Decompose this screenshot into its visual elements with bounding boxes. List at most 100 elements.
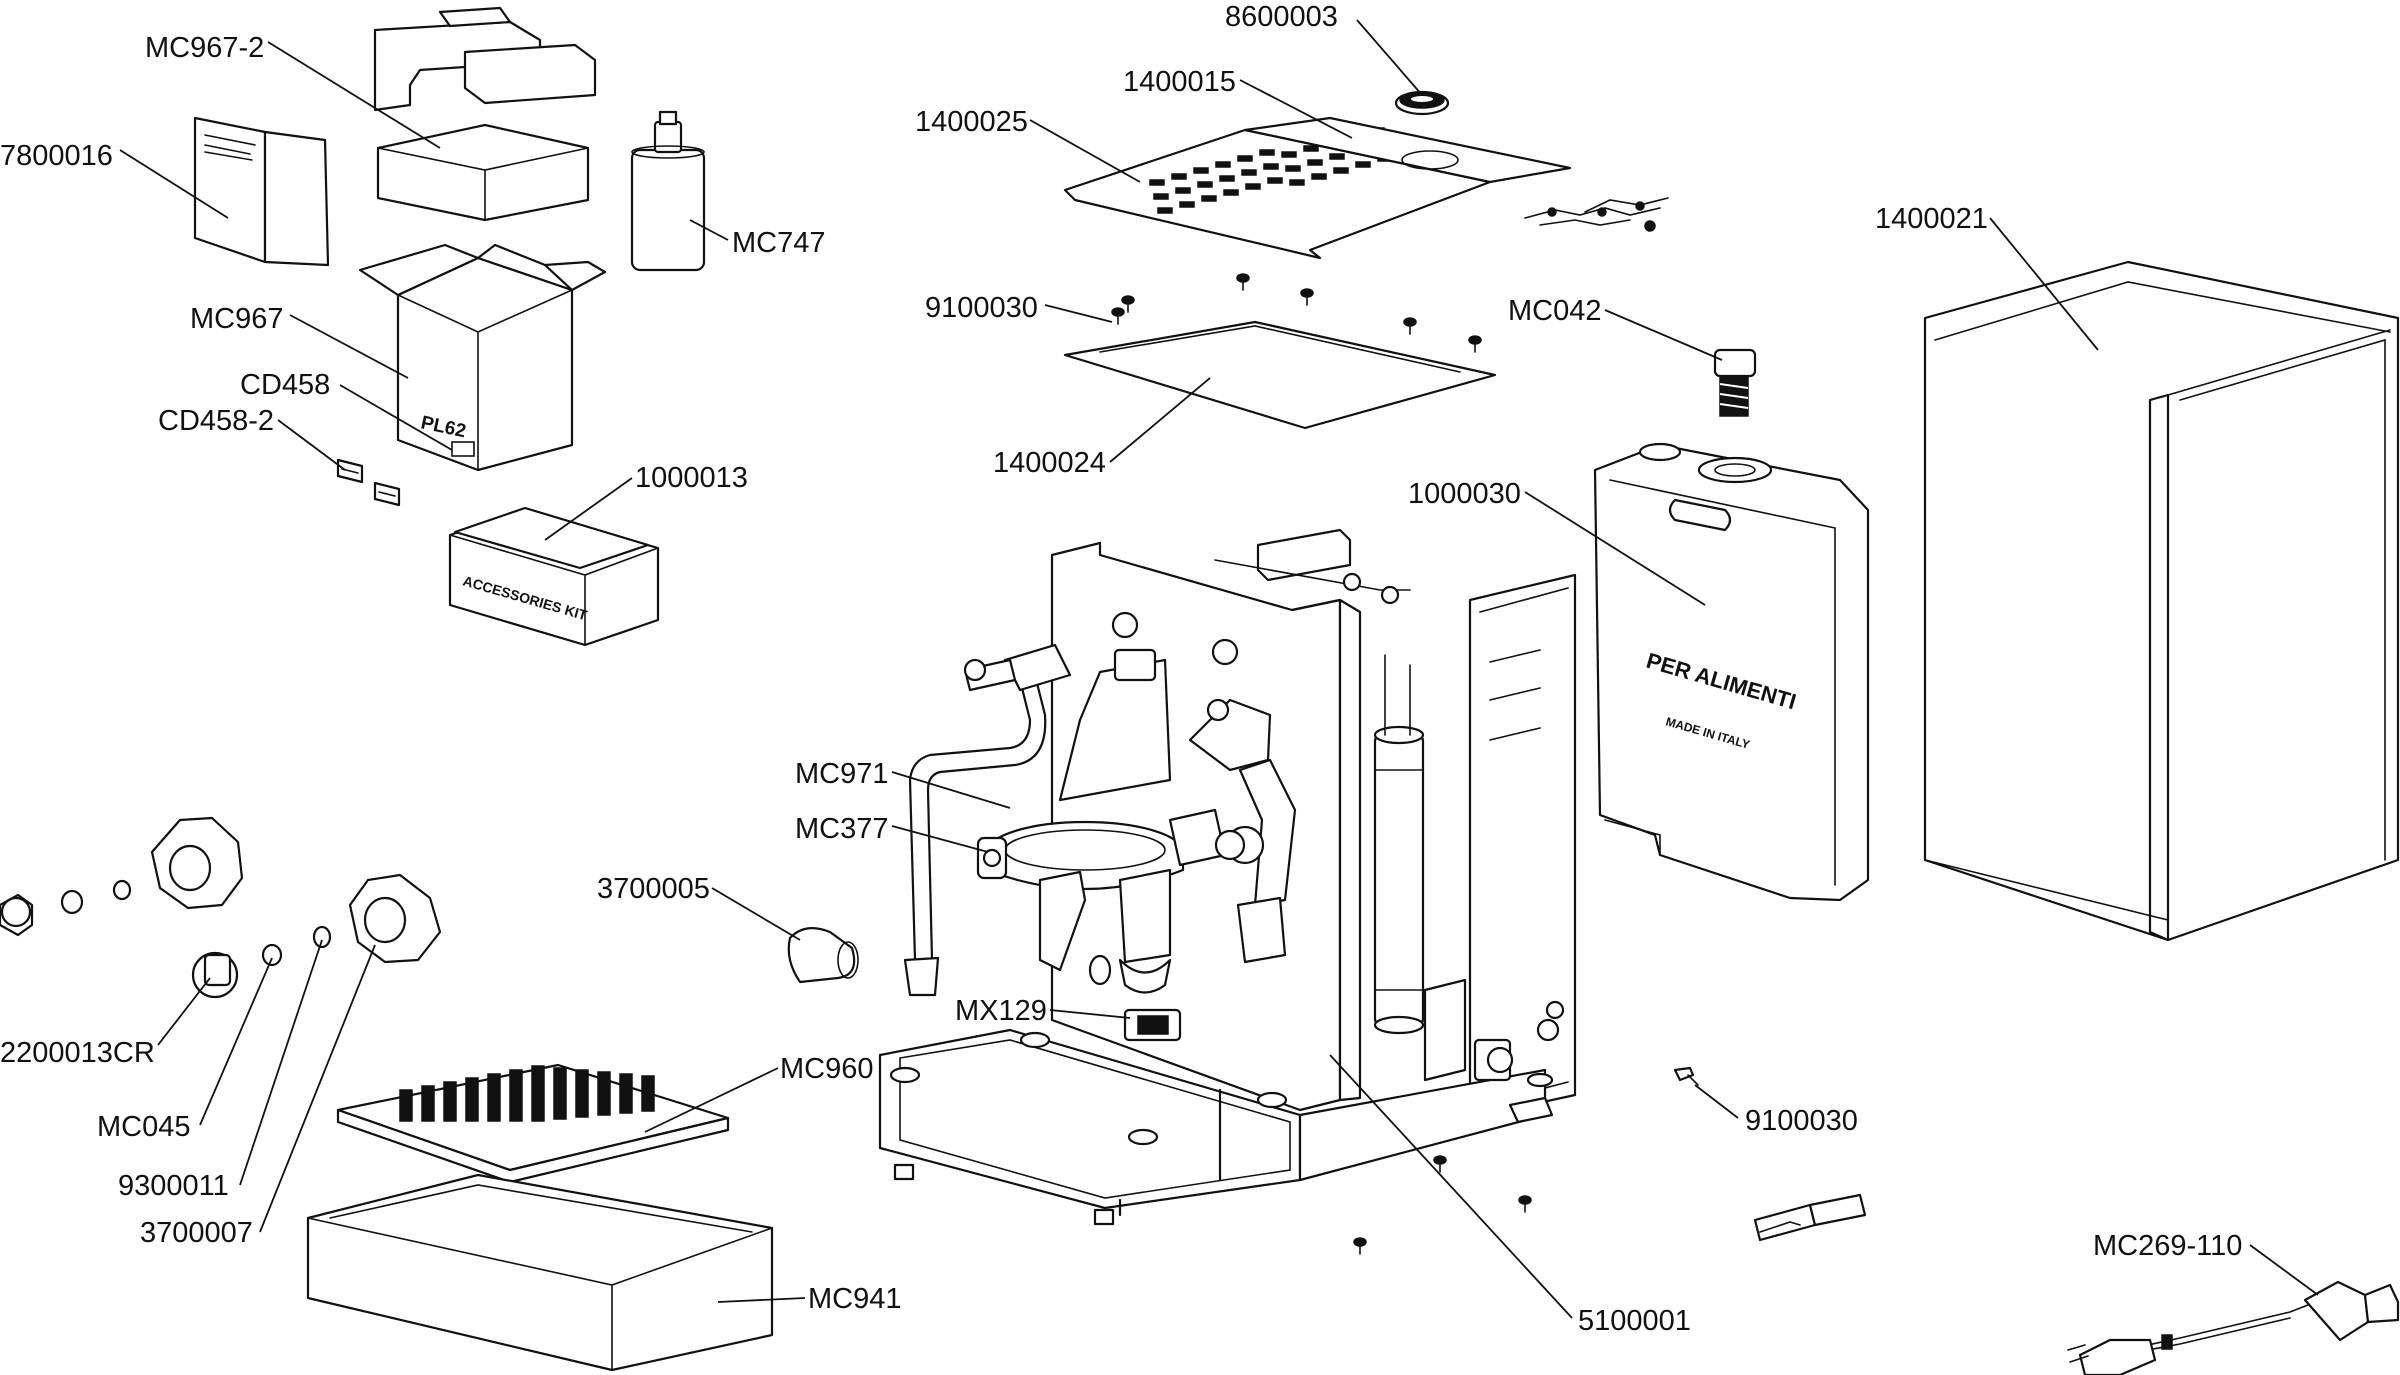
grill-slot <box>1307 159 1323 166</box>
callout-labels: MC967-2 7800016 MC747 MC967 CD458 CD458-… <box>0 1 2242 1337</box>
grill-slot <box>1149 179 1165 186</box>
label-mc971: MC971 <box>795 758 889 790</box>
wire-connectors <box>1524 197 1669 232</box>
label-stickers <box>336 458 401 507</box>
knob-small-left <box>0 893 34 937</box>
label-cd458-2: CD458-2 <box>158 405 274 437</box>
grill-slot <box>1267 177 1283 184</box>
drip-slot <box>531 1065 545 1122</box>
drip-slot <box>509 1069 523 1122</box>
thumb-screw <box>1713 348 1757 417</box>
label-mc941: MC941 <box>808 1283 902 1315</box>
drip-slot <box>597 1071 611 1116</box>
cover-plate <box>1063 320 1497 430</box>
grill-slot <box>1175 187 1191 194</box>
foam-inserts <box>373 6 597 112</box>
grill-slot <box>1237 155 1253 162</box>
label-mx129: MX129 <box>955 995 1047 1027</box>
bottom-screws <box>1353 1155 1532 1255</box>
label-cd458: CD458 <box>240 369 330 401</box>
accessories-kit-box: ACCESSORIES KIT <box>448 506 660 647</box>
drip-slot <box>443 1081 457 1122</box>
leader-lines <box>119 19 2319 1319</box>
knob-left <box>150 816 244 910</box>
grill-slot <box>1197 181 1213 188</box>
label-1400024: 1400024 <box>993 447 1106 479</box>
top-cover-plate <box>1243 116 1572 184</box>
o-ring-left <box>60 879 132 915</box>
grill-slot <box>1245 183 1261 190</box>
grommet <box>1394 90 1450 116</box>
label-mc967-2: MC967-2 <box>145 32 264 64</box>
base-tray-frame <box>878 1028 1554 1226</box>
grill-slot <box>1311 173 1327 180</box>
grill-slot <box>1179 201 1195 208</box>
drip-slot <box>399 1089 413 1122</box>
label-1000030: 1000030 <box>1408 478 1521 510</box>
grill-slot <box>1241 169 1257 176</box>
steam-wand <box>903 643 1072 997</box>
drip-grill-slots <box>399 1065 655 1122</box>
label-mc960: MC960 <box>780 1053 874 1085</box>
label-3700007: 3700007 <box>140 1217 253 1249</box>
filter-cartridge <box>630 110 706 272</box>
grill-slot <box>1285 165 1301 172</box>
drip-slot <box>487 1073 501 1122</box>
grill-slot <box>1157 207 1173 214</box>
label-1400025: 1400025 <box>915 106 1028 138</box>
label-mc967: MC967 <box>190 303 284 335</box>
label-1400015: 1400015 <box>1123 66 1236 98</box>
label-mc269-110: MC269-110 <box>2093 1230 2242 1262</box>
grill-slot <box>1219 175 1235 182</box>
grill-slot <box>1223 189 1239 196</box>
grill-slot <box>1303 145 1319 152</box>
label-mc377: MC377 <box>795 813 889 845</box>
group-head <box>985 648 1185 964</box>
label-mc042: MC042 <box>1508 295 1602 327</box>
o-ring-mid <box>261 925 332 967</box>
label-mc747: MC747 <box>732 227 826 259</box>
group-cover-plate <box>976 836 1008 880</box>
side-panel <box>1923 260 2400 942</box>
drip-slot <box>619 1073 633 1114</box>
grill-slot <box>1193 167 1209 174</box>
manual-booklet <box>193 116 330 267</box>
label-9100030-bottom: 9100030 <box>1745 1105 1858 1137</box>
drip-slot <box>421 1085 435 1122</box>
grill-slot <box>1263 163 1279 170</box>
grill-slot <box>1259 149 1275 156</box>
steam-valve <box>1168 808 1246 867</box>
label-9100030-top: 9100030 <box>925 292 1038 324</box>
drip-slot <box>553 1067 567 1120</box>
grill-slot <box>1215 161 1231 168</box>
knob-right <box>348 873 442 964</box>
foam-block <box>376 123 590 222</box>
portafilter-handle <box>1038 870 1172 994</box>
grill-slot <box>1355 161 1371 168</box>
label-5100001: 5100001 <box>1578 1305 1691 1337</box>
grill-slot <box>1153 193 1169 200</box>
drip-tray-box <box>306 1173 774 1372</box>
cardboard-box: PL62 <box>358 243 607 472</box>
boiler-cylinder <box>1373 654 1425 1035</box>
cap-3700005 <box>787 927 859 984</box>
grill-slot <box>1201 195 1217 202</box>
label-8600003: 8600003 <box>1225 1 1338 33</box>
drip-slot <box>465 1077 479 1122</box>
grill-slot <box>1171 173 1187 180</box>
label-2200013cr: 2200013CR <box>0 1037 155 1069</box>
label-mc045: MC045 <box>97 1111 191 1143</box>
label-3700005: 3700005 <box>597 873 710 905</box>
grill-slot <box>1333 167 1349 174</box>
water-tank: PER ALIMENTI MADE IN ITALY <box>1593 442 1870 902</box>
grill-slot <box>1281 151 1297 158</box>
power-cord <box>2067 1280 2400 1375</box>
label-1400021: 1400021 <box>1875 203 1988 235</box>
label-9300011: 9300011 <box>118 1170 229 1202</box>
micro-switch <box>1753 1193 1867 1242</box>
drip-slot <box>641 1075 655 1112</box>
pump-block <box>1423 978 1565 1124</box>
label-1000013: 1000013 <box>635 462 748 494</box>
drip-slot <box>575 1069 589 1118</box>
